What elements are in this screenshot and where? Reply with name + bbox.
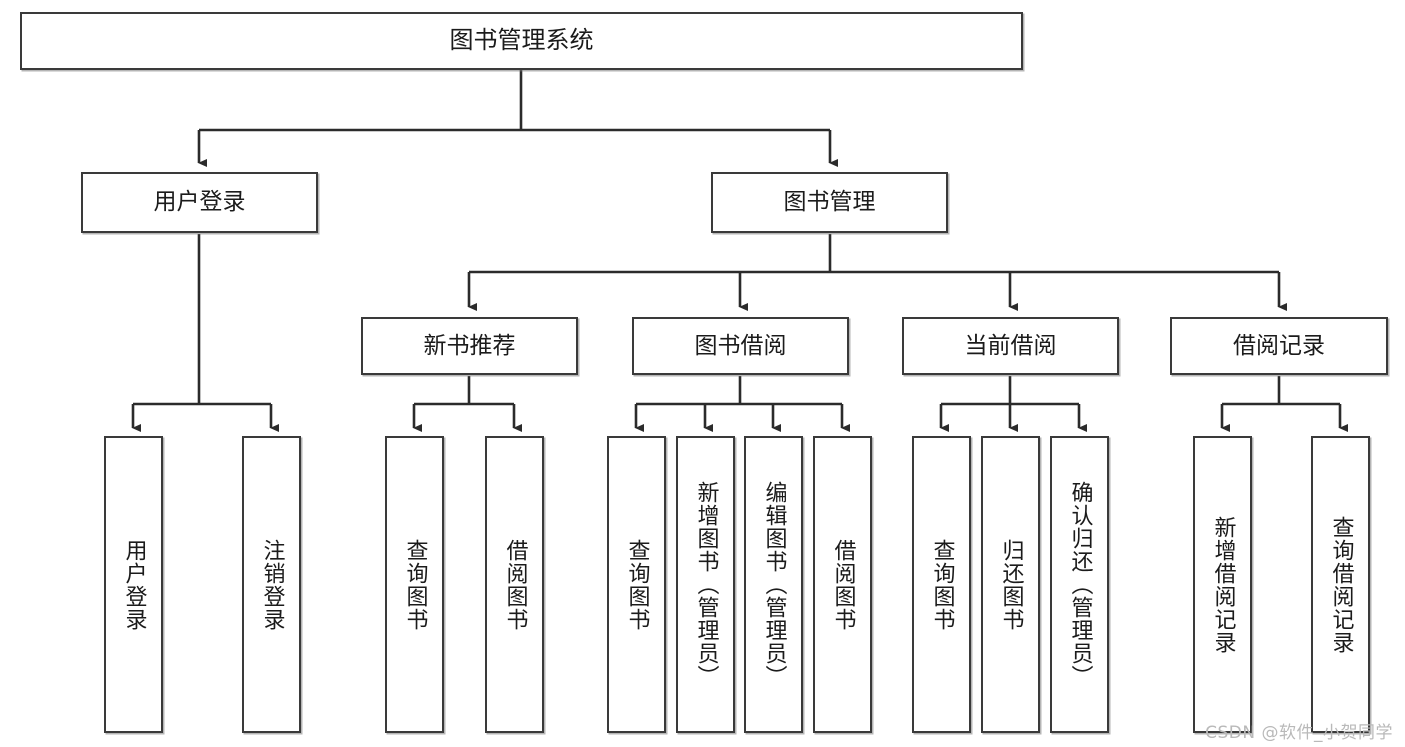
node-leaf-query-borrow-record[interactable]: 查询借阅记录 xyxy=(1311,436,1370,733)
node-label: 图书借阅 xyxy=(694,332,787,359)
node-leaf-edit-book-admin[interactable]: 编辑图书（管理员） xyxy=(744,436,803,733)
csdn-watermark: CSDN @软件_小贺同学 xyxy=(1205,723,1393,743)
node-label: 新书推荐 xyxy=(423,332,516,359)
node-book-management[interactable]: 图书管理 xyxy=(711,172,948,233)
node-label: 确认归还（管理员） xyxy=(1067,481,1093,688)
node-label: 新增图书（管理员） xyxy=(693,481,719,688)
node-leaf-return-book[interactable]: 归还图书 xyxy=(981,436,1040,733)
node-leaf-logout-login[interactable]: 注销登录 xyxy=(242,436,301,733)
node-leaf-borrow-book-recommend[interactable]: 借阅图书 xyxy=(485,436,544,733)
node-leaf-query-book-current[interactable]: 查询图书 xyxy=(912,436,971,733)
node-leaf-add-book-admin[interactable]: 新增图书（管理员） xyxy=(676,436,735,733)
node-label: 用户登录 xyxy=(153,189,246,216)
node-label: 查询图书 xyxy=(929,538,955,631)
node-book-borrow[interactable]: 图书借阅 xyxy=(632,317,849,375)
node-leaf-user-login[interactable]: 用户登录 xyxy=(104,436,163,733)
node-label: 归还图书 xyxy=(998,538,1024,631)
node-current-borrow[interactable]: 当前借阅 xyxy=(902,317,1119,375)
node-label: 当前借阅 xyxy=(964,332,1057,359)
node-label: 借阅图书 xyxy=(502,538,528,631)
node-label: 图书管理 xyxy=(783,189,876,216)
node-label: 借阅图书 xyxy=(830,538,856,631)
node-label: 查询图书 xyxy=(624,538,650,631)
node-label: 用户登录 xyxy=(121,538,147,631)
node-label: 图书管理系统 xyxy=(449,26,594,55)
node-label: 查询借阅记录 xyxy=(1328,515,1354,654)
node-label: 注销登录 xyxy=(259,538,285,631)
node-borrow-record[interactable]: 借阅记录 xyxy=(1170,317,1388,375)
node-leaf-query-book-borrow[interactable]: 查询图书 xyxy=(607,436,666,733)
node-label: 查询图书 xyxy=(402,538,428,631)
node-user-login[interactable]: 用户登录 xyxy=(81,172,318,233)
node-label: 编辑图书（管理员） xyxy=(761,481,787,688)
node-label: 新增借阅记录 xyxy=(1210,515,1236,654)
node-leaf-query-book-recommend[interactable]: 查询图书 xyxy=(385,436,444,733)
node-leaf-borrow-book-borrow[interactable]: 借阅图书 xyxy=(813,436,872,733)
node-leaf-add-borrow-record[interactable]: 新增借阅记录 xyxy=(1193,436,1252,733)
node-root-book-management-system[interactable]: 图书管理系统 xyxy=(20,12,1023,70)
node-new-book-recommend[interactable]: 新书推荐 xyxy=(361,317,578,375)
node-leaf-confirm-return-admin[interactable]: 确认归还（管理员） xyxy=(1050,436,1109,733)
node-label: 借阅记录 xyxy=(1233,332,1325,359)
